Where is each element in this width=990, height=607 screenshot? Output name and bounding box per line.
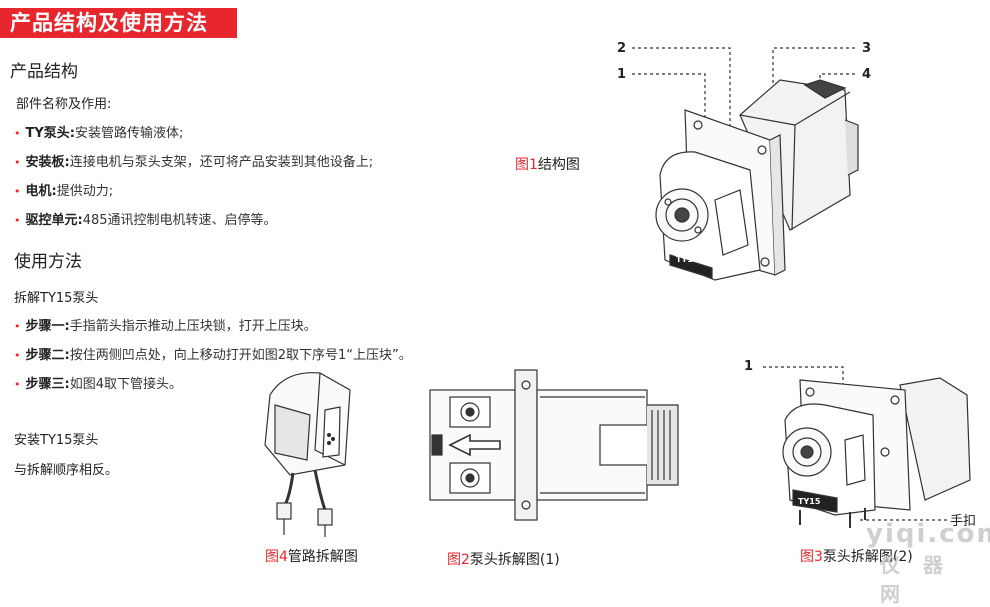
callout-1: 1 — [744, 359, 754, 374]
callout-4: 4 — [862, 67, 872, 82]
section-title: 产品结构及使用方法 — [10, 11, 208, 35]
list-item: •步骤二:按住两侧凹点处，向上移动打开如图2取下序号1“上压块”。 — [14, 348, 412, 363]
hand-grip-label: 手扣 — [950, 514, 977, 529]
watermark-brand: 仪 器 网 — [880, 553, 951, 606]
install-title: 安装TY15泵头 — [14, 433, 99, 448]
pump-label: TY15 — [676, 255, 699, 264]
pump-head-disassembly-2: TY15 — [763, 366, 971, 528]
callout-2: 2 — [617, 41, 627, 56]
fig4-caption: 图4管路拆解图 — [265, 549, 358, 565]
list-item: •步骤一:手指箭头指示推动上压块锁，打开上压块。 — [14, 319, 317, 334]
list-item: •驱控单元:485通讯控制电机转速、启停等。 — [14, 213, 277, 228]
watermark-site: yiqi.com — [866, 519, 990, 549]
list-item: •安装板:连接电机与泵头支架，还可将产品安装到其他设备上; — [14, 155, 374, 170]
remove-title: 拆解TY15泵头 — [14, 291, 99, 306]
fig1-caption: 图1结构图 — [515, 157, 580, 173]
tube-assembly-diagram — [264, 372, 351, 537]
list-item: •TY泵头:安装管路传输液体; — [14, 126, 184, 141]
callout-1: 1 — [617, 67, 627, 82]
usage-heading: 使用方法 — [14, 252, 82, 272]
structure-subheading: 部件名称及作用: — [16, 97, 112, 112]
structure-heading: 产品结构 — [10, 62, 78, 82]
fig3-caption: 图3泵头拆解图(2) — [800, 549, 913, 565]
list-item: •步骤三:如图4取下管接头。 — [14, 377, 182, 392]
callout-3: 3 — [862, 41, 872, 56]
pump-head-disassembly-1 — [429, 369, 679, 521]
structure-diagram: TY15 — [632, 47, 859, 281]
install-text: 与拆解顺序相反。 — [14, 463, 119, 478]
section-header-bar — [0, 8, 237, 38]
fig2-caption: 图2泵头拆解图(1) — [447, 552, 560, 568]
list-item: •电机:提供动力; — [14, 184, 114, 199]
pump-label: TY15 — [798, 497, 821, 506]
